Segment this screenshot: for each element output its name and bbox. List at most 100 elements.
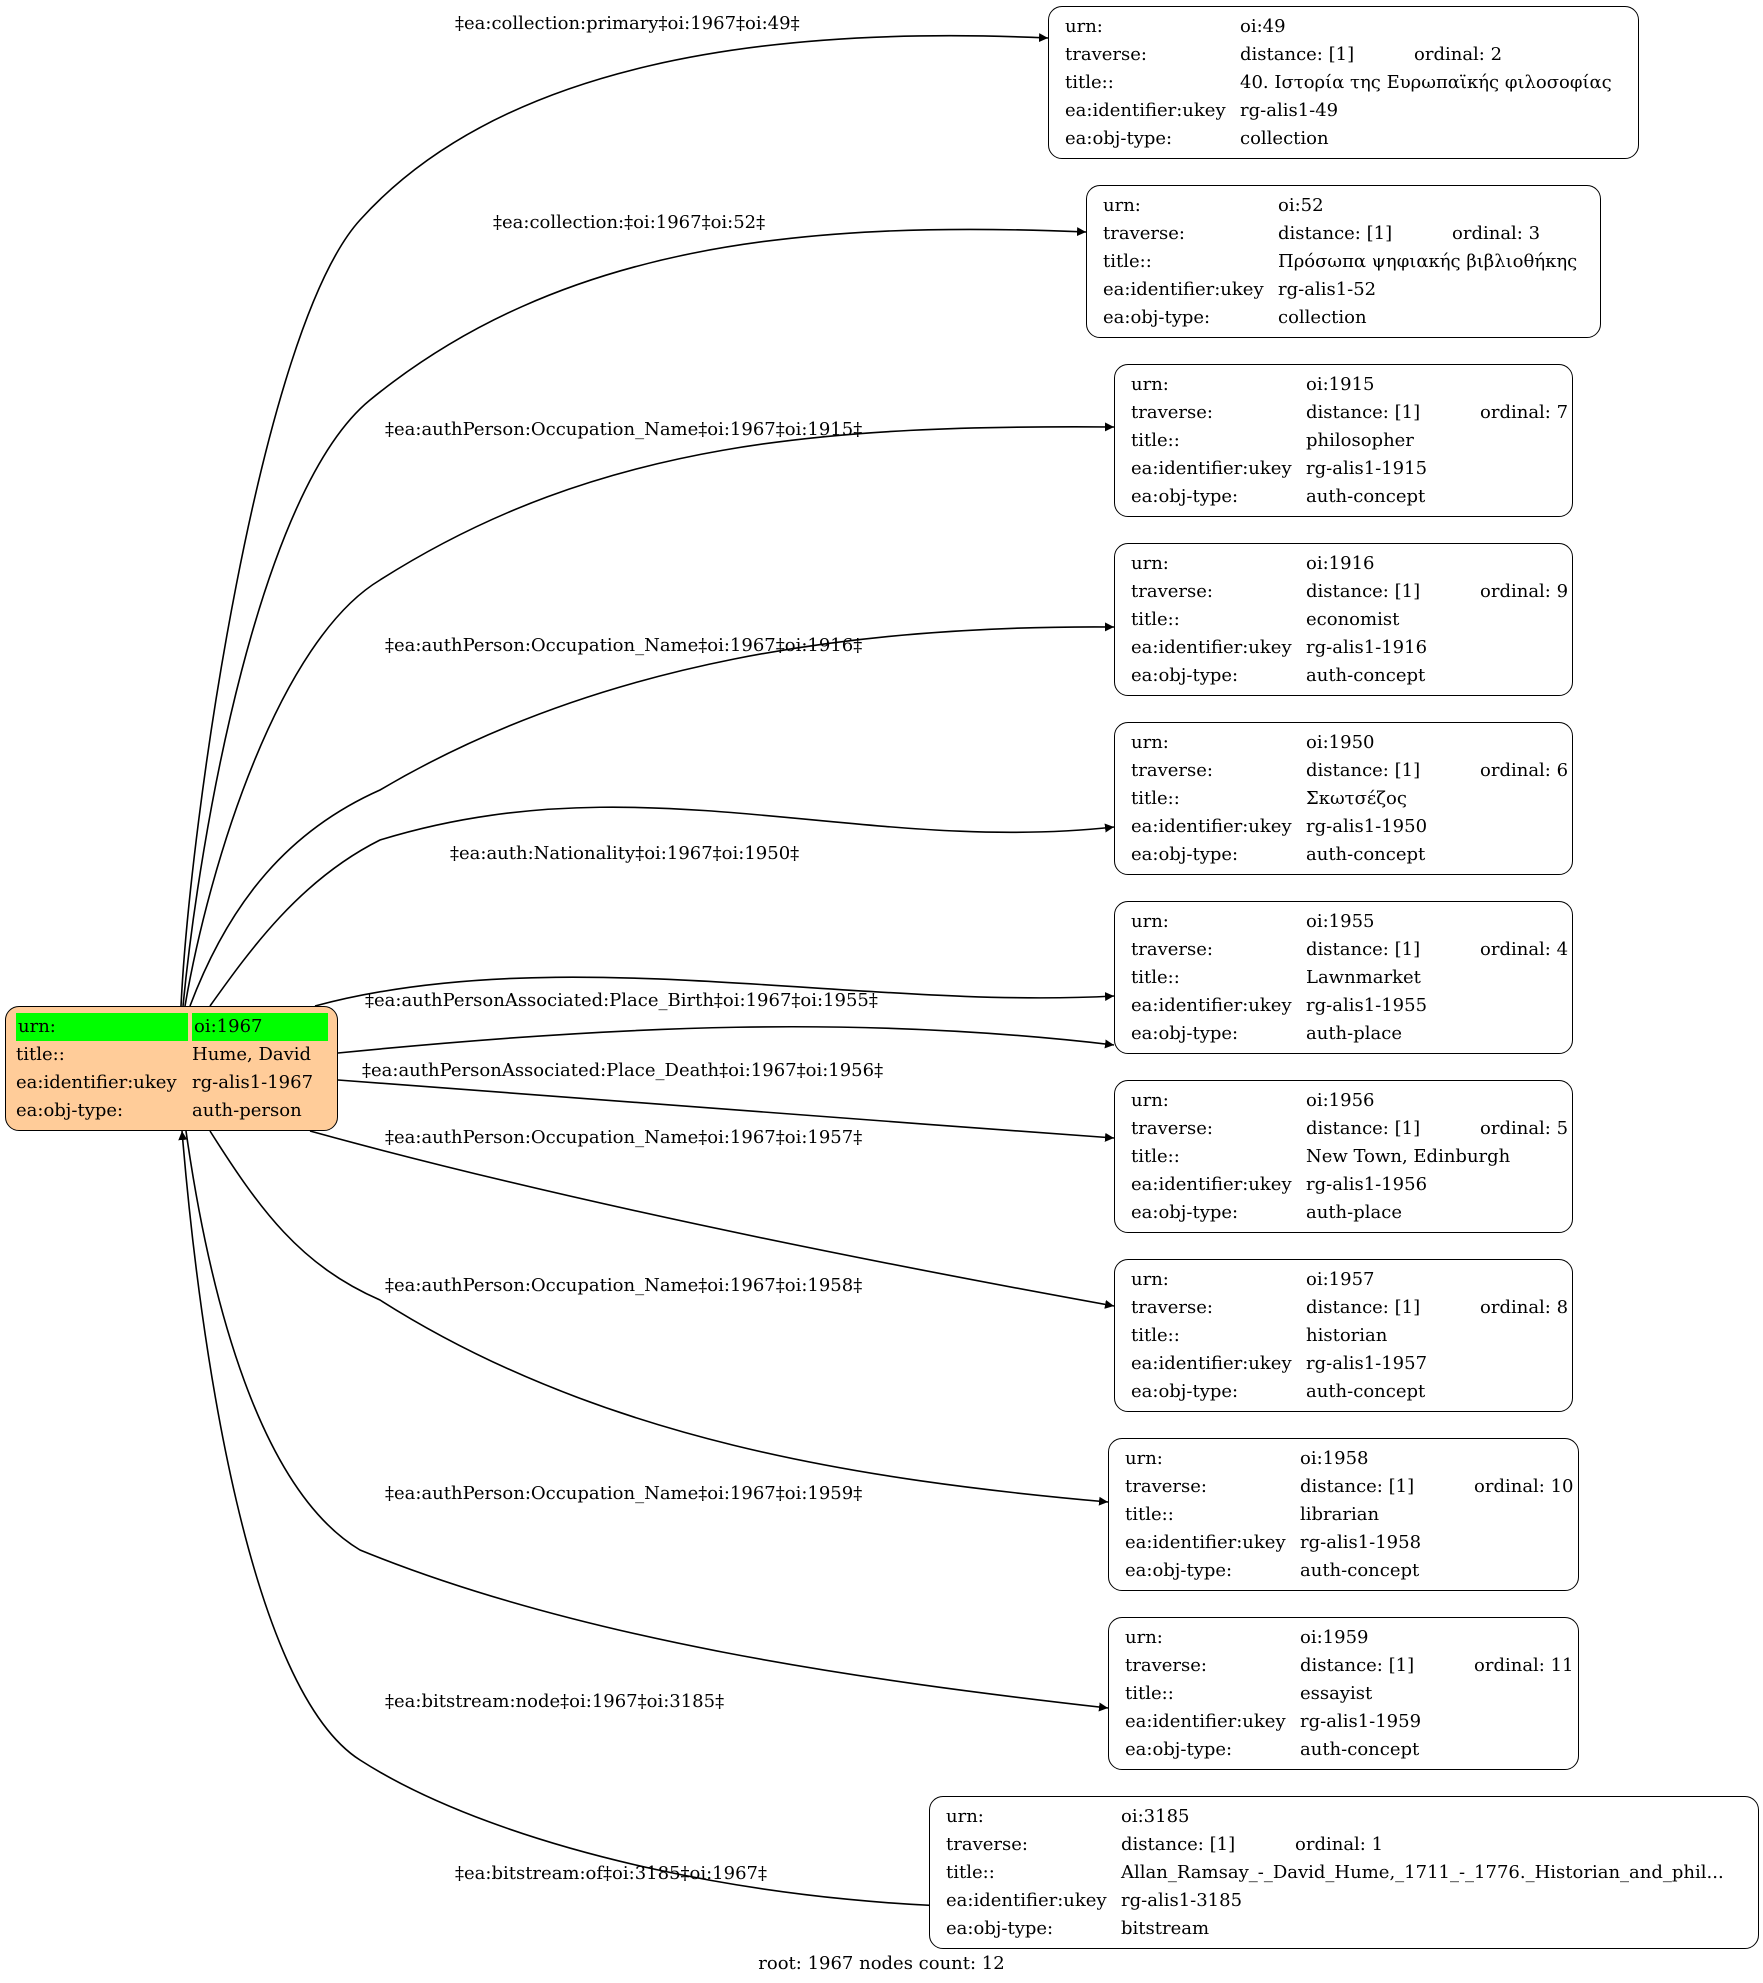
node-row-title: title::40. Ιστορία της Ευρωπαϊκής φιλοσο… (1065, 69, 1624, 97)
edge-label: ‡ea:authPerson:Occupation_Name‡oi:1967‡o… (385, 1127, 862, 1148)
node-traverse-value: distance: [1] (1278, 223, 1393, 244)
edge-path (314, 976, 1115, 1007)
node-row-traverse: traverse:distance: [1]ordinal: 7 (1131, 399, 1568, 427)
node-row-title: title::Πρόσωπα ψηφιακής βιβλιοθήκης (1103, 248, 1586, 276)
node-traverse-value: distance: [1] (1306, 1297, 1421, 1318)
node-title-value: Lawnmarket (1306, 967, 1421, 988)
node-type-key: ea:obj-type: (1131, 844, 1239, 865)
node-row-urn: urn:oi:1950 (1131, 729, 1558, 757)
node-row-urn: urn:oi:1958 (1125, 1445, 1564, 1473)
node-urn-key: urn: (946, 1806, 984, 1827)
node-ordinal-value: ordinal: 2 (1414, 44, 1503, 65)
node-traverse-key: traverse: (946, 1834, 1028, 1855)
node-row-type: ea:obj-type:auth-place (1131, 1199, 1558, 1227)
node-row-type: ea:obj-type:auth-concept (1131, 841, 1558, 869)
edge-path (209, 1130, 1109, 1506)
node-ukey-key: ea:identifier:ukey (1131, 995, 1292, 1016)
root-urn-value: oi:1967 (192, 1013, 328, 1041)
node-ukey-value: rg-alis1-1950 (1306, 816, 1428, 837)
node-oi-1959[interactable]: urn: oi:1959 traverse:distance: [1]ordinal… (1108, 1617, 1579, 1770)
node-ukey-value: rg-alis1-1957 (1306, 1353, 1428, 1374)
edge-path (309, 1130, 1115, 1309)
graph-footer: root: 1967 nodes count: 12 (758, 1953, 1005, 1974)
node-row-title: title::New Town, Edinburgh (1131, 1143, 1558, 1171)
node-title-value: 40. Ιστορία της Ευρωπαϊκής φιλοσοφίας (1240, 72, 1612, 93)
node-traverse-key: traverse: (1131, 581, 1213, 602)
node-ordinal-value: ordinal: 1 (1295, 1834, 1384, 1855)
node-ukey-value: rg-alis1-3185 (1121, 1890, 1243, 1911)
node-urn-key: urn: (1131, 1269, 1169, 1290)
node-row-urn: urn:oi:1957 (1131, 1266, 1558, 1294)
node-row-title: title::philosopher (1131, 427, 1558, 455)
node-title-value: Allan_Ramsay_-_David_Hume,_1711_-_1776._… (1121, 1862, 1724, 1883)
node-type-value: auth-concept (1306, 665, 1426, 686)
root-node[interactable]: urn: oi:1967 title:: Hume, David ea:iden… (5, 1006, 338, 1131)
node-title-key: title:: (1125, 1504, 1174, 1525)
node-row-urn: urn:oi:1915 (1131, 371, 1558, 399)
node-row-title: title::librarian (1125, 1501, 1564, 1529)
edge-label: ‡ea:authPersonAssociated:Place_Birth‡oi:… (365, 990, 878, 1011)
node-ukey-value: rg-alis1-1915 (1306, 458, 1428, 479)
edge-label: ‡ea:authPerson:Occupation_Name‡oi:1967‡o… (385, 635, 862, 656)
node-urn-key: urn: (1125, 1627, 1163, 1648)
node-row-urn: urn:oi:1955 (1131, 908, 1558, 936)
edge-path (189, 622, 1115, 1007)
node-type-key: ea:obj-type: (1131, 486, 1239, 507)
edge-label: ‡ea:bitstream:of‡oi:3185‡oi:1967‡ (455, 1863, 767, 1884)
root-type-key: ea:obj-type: (16, 1100, 124, 1121)
node-traverse-value: distance: [1] (1300, 1476, 1415, 1497)
node-urn-key: urn: (1131, 732, 1169, 753)
node-row-type: ea:obj-type:auth-concept (1131, 1378, 1558, 1406)
node-urn-value: oi:1959 (1300, 1627, 1369, 1648)
node-traverse-key: traverse: (1103, 223, 1185, 244)
root-row-ukey: ea:identifier:ukey rg-alis1-1967 (16, 1069, 327, 1097)
edge-path (184, 422, 1115, 1007)
root-urn-key: urn: (16, 1013, 188, 1041)
node-row-traverse: traverse:distance: [1]ordinal: 10 (1125, 1473, 1574, 1501)
node-title-value: New Town, Edinburgh (1306, 1146, 1511, 1167)
node-title-value: Σκωτσέζος (1306, 788, 1407, 809)
node-type-key: ea:obj-type: (946, 1918, 1054, 1939)
edge-path (178, 1130, 1049, 1909)
node-title-key: title:: (1103, 251, 1152, 272)
edge-path (185, 1130, 1109, 1712)
node-type-value: collection (1278, 307, 1367, 328)
node-title-value: philosopher (1306, 430, 1414, 451)
node-title-value: economist (1306, 609, 1400, 630)
node-urn-key: urn: (1103, 195, 1141, 216)
edge-path (337, 1079, 1115, 1142)
node-type-value: auth-concept (1300, 1560, 1420, 1581)
node-traverse-key: traverse: (1065, 44, 1147, 65)
node-urn-value: oi:1956 (1306, 1090, 1375, 1111)
node-title-key: title:: (1131, 430, 1180, 451)
node-row-type: ea:obj-type:auth-concept (1125, 1736, 1564, 1764)
root-title-key: title:: (16, 1044, 65, 1065)
node-type-key: ea:obj-type: (1131, 1381, 1239, 1402)
node-title-key: title:: (1125, 1683, 1174, 1704)
node-ordinal-value: ordinal: 11 (1474, 1655, 1574, 1676)
node-row-traverse: traverse:distance: [1]ordinal: 11 (1125, 1652, 1574, 1680)
node-type-value: auth-concept (1300, 1739, 1420, 1760)
node-row-traverse: traverse:distance: [1]ordinal: 9 (1131, 578, 1568, 606)
edge-path (337, 1025, 1115, 1054)
node-urn-value: oi:1958 (1300, 1448, 1369, 1469)
node-ukey-value: rg-alis1-1916 (1306, 637, 1428, 658)
node-row-title: title::Allan_Ramsay_-_David_Hume,_1711_-… (946, 1859, 1744, 1887)
edge-label: ‡ea:authPerson:Occupation_Name‡oi:1967‡o… (385, 1275, 862, 1296)
node-row-urn: urn: oi:1959 (1125, 1624, 1564, 1652)
